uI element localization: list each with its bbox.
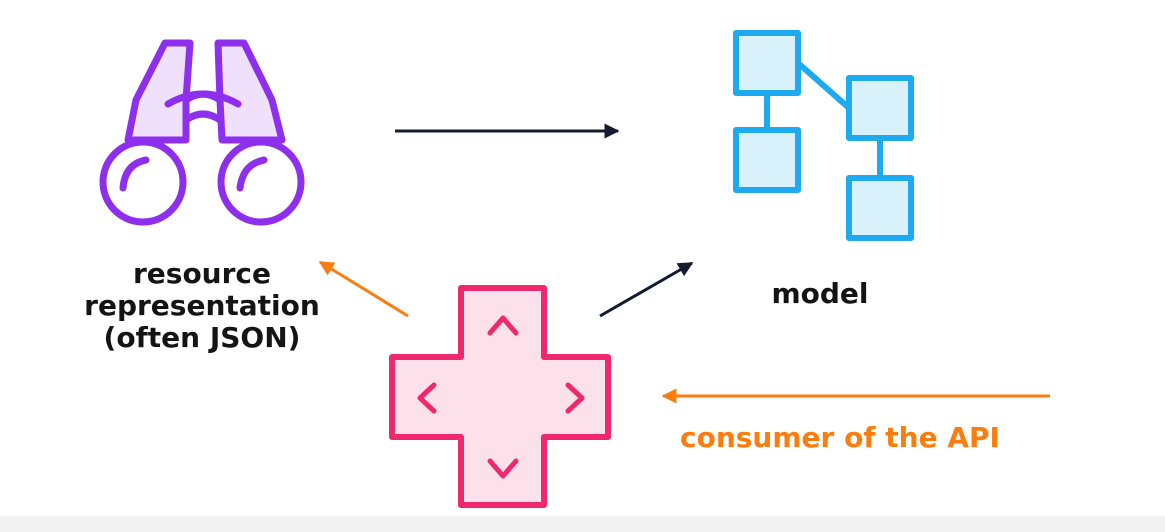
arrow-consumer-to-resource xyxy=(318,260,409,318)
model-blocks-icon xyxy=(733,30,914,241)
dpad-right-icon xyxy=(565,382,585,414)
gamepad-dpad-icon xyxy=(389,285,611,508)
resource-label-line-3: (often JSON) xyxy=(103,321,301,354)
dpad-down-icon xyxy=(487,458,519,479)
bottom-strip xyxy=(0,516,1165,532)
binoculars-icon xyxy=(99,39,305,226)
resource-label-line-1: resource xyxy=(132,257,272,290)
resource-label-line-2: representation xyxy=(84,289,320,322)
arrow-consumer-to-model xyxy=(599,261,694,318)
dpad-left-icon xyxy=(417,382,437,414)
model-label: model xyxy=(771,277,869,310)
resource-label: resource representation (often JSON) xyxy=(62,258,342,354)
consumer-label: consumer of the API xyxy=(680,421,1000,454)
dpad-up-icon xyxy=(487,315,519,336)
